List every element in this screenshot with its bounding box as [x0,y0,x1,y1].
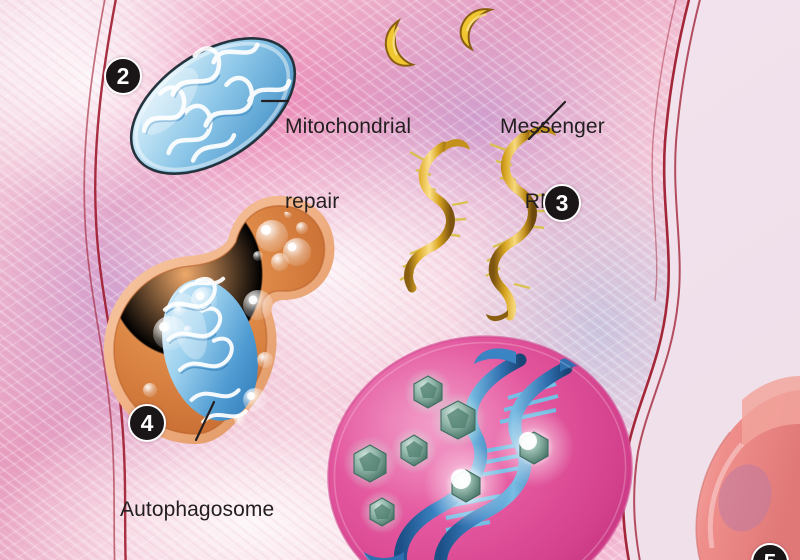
step-badge-number: 3 [555,189,569,216]
rna-fragment [459,8,495,52]
leader-line-autophagosome [194,400,216,442]
vector-particle-group [343,368,574,534]
messenger-rna-strands [399,125,556,322]
vector-particle-glowing [424,443,508,527]
step-badge-number: 2 [116,62,130,89]
rna-fragment [384,17,416,67]
rna-fragments [384,8,495,67]
leader-lines [194,99,567,442]
rna-strand [485,125,556,322]
step-badge-3[interactable]: 3 [543,184,581,222]
nucleus [320,330,633,560]
leader-line-messenger-rnas [527,100,567,141]
step-badge-number: 5 [764,549,777,560]
neighboring-cell [695,376,800,560]
vector-particle [360,490,404,534]
vesicle-bubbles [253,210,311,271]
rna-strand [399,139,470,293]
cristae [141,42,292,163]
engulfed-mitochondrion [162,276,258,424]
neighbor-cell-nucleus [718,464,772,532]
vector-particle [430,392,486,448]
step-badge-number: 4 [140,409,154,436]
vector-particle-glowing [494,407,574,487]
mitochondrion [129,37,297,175]
vector-particle [343,436,397,490]
autophagosome [104,195,335,444]
step-badge-2[interactable]: 2 [104,57,142,95]
vesicle-bubbles [143,287,273,426]
mitochondrion-highlight [141,67,199,135]
vector-particle [391,427,437,473]
step-badge-4[interactable]: 4 [128,404,166,442]
